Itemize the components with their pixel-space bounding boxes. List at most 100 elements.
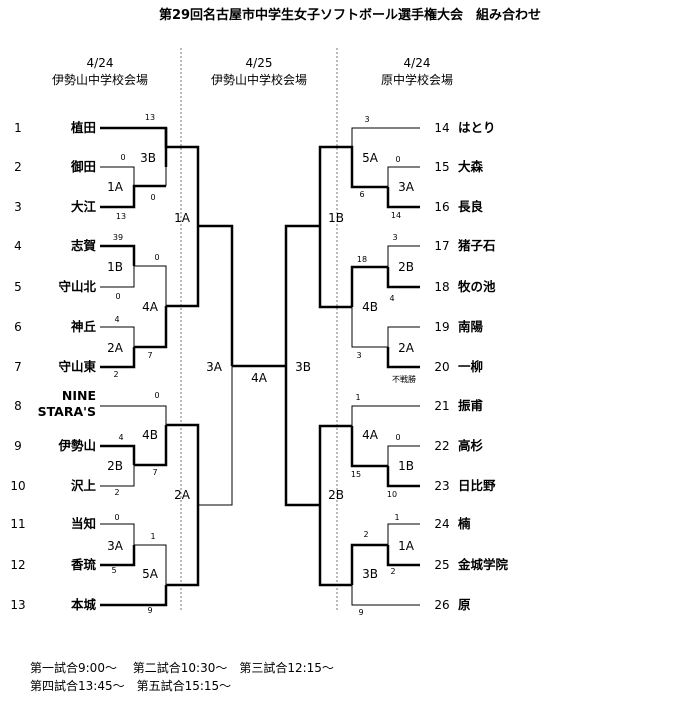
team-number: 15: [434, 160, 449, 174]
schedule-line-1: 第一試合9:00～ 第二試合10:30～ 第三試合12:15～: [30, 661, 334, 675]
match-label: 2B: [328, 488, 344, 502]
team-name: 一柳: [458, 359, 483, 374]
score: 0: [115, 292, 120, 301]
score: 18: [357, 255, 367, 264]
score: 0: [154, 391, 159, 400]
team-number: 21: [434, 399, 449, 413]
score: 7: [152, 468, 157, 477]
team-name: 南陽: [458, 319, 484, 334]
match-label: 3A: [398, 180, 415, 194]
team-name: 神丘: [71, 319, 97, 334]
team-name: 植田: [70, 120, 96, 135]
score: 6: [359, 190, 364, 199]
team-number: 20: [434, 360, 449, 374]
score: 15: [351, 470, 361, 479]
match-label: 5A: [142, 567, 159, 581]
right-bracket-lines: [284, 127, 420, 606]
team-name: 伊勢山: [57, 438, 96, 453]
score: 13: [116, 212, 126, 221]
match-label: 1B: [328, 211, 344, 225]
forfeit-note: 不戦勝: [392, 374, 416, 384]
score: 10: [387, 490, 397, 499]
team-number: 23: [434, 479, 449, 493]
team-number: 11: [10, 517, 25, 531]
left-bracket-lines: [100, 126, 234, 607]
team-number: 26: [434, 598, 449, 612]
team-name: 志賀: [71, 238, 97, 253]
score: 2: [113, 370, 118, 379]
score: 13: [145, 113, 155, 122]
score: 0: [395, 433, 400, 442]
match-label: 1B: [107, 260, 123, 274]
score: 5: [111, 566, 116, 575]
right-team-list: 14 はとり 15 大森 16 長良 17 猪子石 18 牧の池 19 南陽 2…: [434, 120, 508, 612]
score: 39: [113, 233, 123, 242]
score: 3: [356, 351, 361, 360]
team-name: 当知: [71, 516, 96, 531]
match-label: 3B: [140, 151, 156, 165]
match-label: 1A: [398, 539, 415, 553]
team-name: 原: [458, 597, 471, 612]
team-name: 高杉: [458, 438, 484, 453]
match-label: 3B: [295, 360, 311, 374]
team-name: はとり: [458, 120, 496, 135]
match-label: 3A: [107, 539, 124, 553]
venue-center-date: 4/25: [245, 56, 273, 70]
match-label: 3B: [362, 567, 378, 581]
match-label: 2A: [398, 341, 415, 355]
score: 0: [395, 155, 400, 164]
team-name: 振甫: [458, 398, 484, 413]
team-name: 香琉: [70, 557, 97, 572]
team-number: 17: [434, 239, 449, 253]
score: 14: [391, 211, 401, 220]
team-name: 猪子石: [457, 238, 496, 253]
match-label: 4A: [142, 300, 159, 314]
team-number: 5: [14, 280, 22, 294]
team-name: 守山東: [58, 359, 96, 374]
page-title: 第29回名古屋市中学生女子ソフトボール選手権大会 組み合わせ: [158, 8, 542, 23]
team-number: 3: [14, 200, 22, 214]
score: 0: [120, 153, 125, 162]
team-name: 御田: [70, 159, 96, 174]
score: 3: [392, 233, 397, 242]
team-number: 10: [10, 479, 25, 493]
final-label: 4A: [251, 371, 268, 385]
match-label: 3A: [206, 360, 223, 374]
match-label: 1B: [398, 459, 414, 473]
match-label: 5A: [362, 151, 379, 165]
team-name: 長良: [458, 199, 484, 214]
score: 2: [363, 530, 368, 539]
match-label: 2A: [174, 488, 191, 502]
score: 0: [154, 253, 159, 262]
match-label: 1A: [107, 180, 124, 194]
venue-center-place: 伊勢山中学校会場: [210, 73, 307, 87]
scores: 13 0 13 0 39 0 0 4 2 7 0 4 2 7 0 5 1 9 3…: [111, 113, 401, 617]
team-name: 牧の池: [458, 279, 496, 294]
score: 4: [114, 315, 119, 324]
score: 1: [150, 532, 155, 541]
team-number: 22: [434, 439, 449, 453]
match-label: 4A: [362, 428, 379, 442]
team-name: 守山北: [58, 279, 96, 294]
match-labels: 3B 1A 1A 1B 4A 2A 3A 4B 2B 2A 3A 5A 4A 5…: [107, 151, 415, 581]
venue-right-place: 原中学校会場: [380, 73, 453, 87]
score: 0: [114, 513, 119, 522]
team-name: 楠: [457, 516, 471, 531]
team-number: 4: [14, 239, 22, 253]
team-name: 大森: [458, 159, 484, 174]
team-number: 12: [10, 558, 25, 572]
score: 3: [364, 115, 369, 124]
team-number: 7: [14, 360, 22, 374]
team-number: 25: [434, 558, 449, 572]
score: 2: [114, 488, 119, 497]
team-number: 13: [10, 598, 25, 612]
team-number: 19: [434, 320, 449, 334]
team-number: 2: [14, 160, 22, 174]
score: 4: [389, 294, 394, 303]
team-number: 8: [14, 399, 22, 413]
venue-right: 4/24 原中学校会場: [337, 55, 497, 89]
venue-left: 4/24 伊勢山中学校会場: [20, 55, 180, 89]
venue-left-date: 4/24: [86, 56, 114, 70]
team-name: 日比野: [458, 478, 496, 493]
